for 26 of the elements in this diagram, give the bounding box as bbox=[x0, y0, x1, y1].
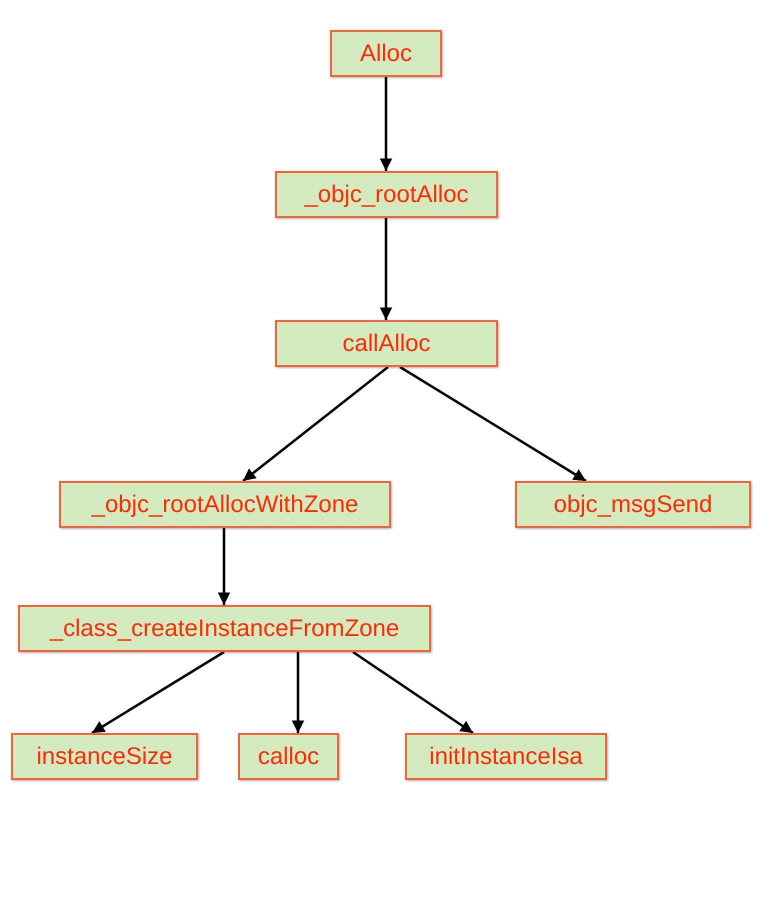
arrow bbox=[352, 650, 474, 734]
box-label: callAlloc bbox=[342, 332, 431, 356]
arrow bbox=[292, 652, 304, 733]
arrow bbox=[218, 528, 230, 605]
process-box bbox=[11, 733, 198, 780]
box-label: Alloc bbox=[360, 42, 412, 66]
arrow bbox=[242, 366, 389, 482]
box-label: _class_createInstanceFromZone bbox=[50, 616, 400, 640]
process-box bbox=[515, 481, 751, 528]
process-box bbox=[275, 171, 498, 218]
process-box bbox=[330, 30, 442, 77]
arrow bbox=[380, 77, 392, 171]
box-label: _objc_rootAllocWithZone bbox=[92, 492, 358, 516]
box-label: calloc bbox=[258, 744, 320, 768]
arrow bbox=[380, 218, 392, 320]
arrow bbox=[91, 650, 225, 734]
process-box bbox=[18, 605, 431, 652]
process-box bbox=[59, 481, 391, 528]
process-box bbox=[238, 733, 339, 780]
box-label: objc_msgSend bbox=[554, 492, 712, 516]
box-label: initInstanceIsa bbox=[429, 744, 583, 768]
arrow bbox=[399, 366, 587, 482]
process-box bbox=[405, 733, 607, 780]
box-label: instanceSize bbox=[36, 744, 173, 768]
box-label: _objc_rootAlloc bbox=[304, 182, 469, 206]
process-box bbox=[275, 320, 498, 367]
